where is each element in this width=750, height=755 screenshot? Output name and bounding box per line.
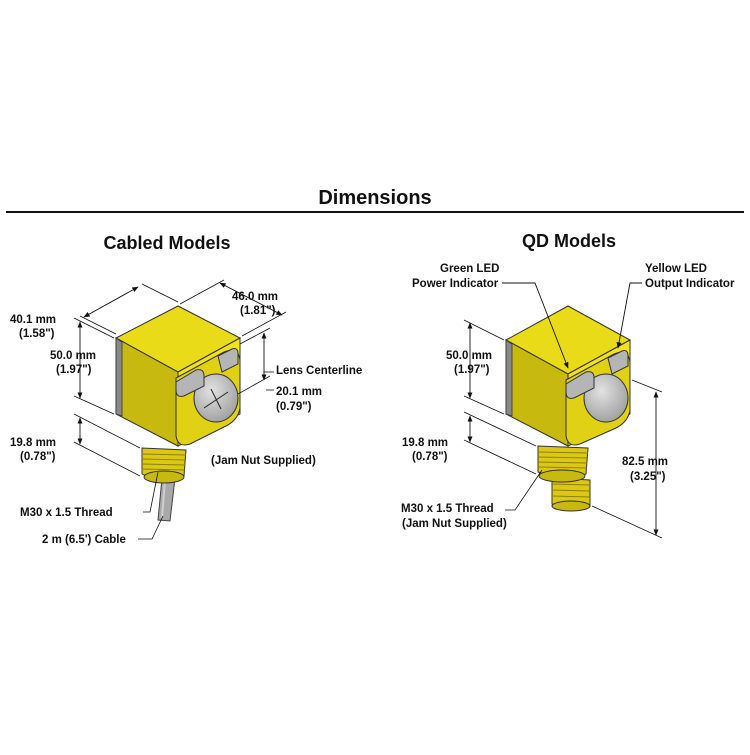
qd-yellow-led-callout: Yellow LED Output Indicator bbox=[616, 263, 735, 349]
cabled-model-section: Cabled Models bbox=[10, 233, 362, 546]
qd-height-in: (1.97") bbox=[454, 364, 490, 376]
cabled-cable-callout: 2 m (6.5') Cable bbox=[42, 515, 164, 546]
qd-jam-nut-label: (Jam Nut Supplied) bbox=[402, 518, 507, 530]
cabled-lens-centerline-label: Lens Centerline bbox=[276, 365, 362, 377]
cabled-thread-label: M30 x 1.5 Thread bbox=[20, 507, 113, 519]
qd-heading: QD Models bbox=[522, 231, 616, 251]
cabled-width-mm: 40.1 mm bbox=[10, 314, 56, 326]
qd-connector bbox=[551, 477, 591, 512]
cabled-height-mm: 50.0 mm bbox=[50, 350, 96, 362]
qd-overall-mm: 82.5 mm bbox=[622, 456, 668, 468]
cabled-depth-mm: 46.0 mm bbox=[232, 291, 278, 303]
qd-overall-in: (3.25") bbox=[630, 471, 666, 483]
cabled-thread-len-in: (0.78") bbox=[20, 451, 56, 463]
yellow-led bbox=[607, 350, 629, 375]
cabled-heading: Cabled Models bbox=[103, 233, 230, 253]
cabled-dim-width: 40.1 mm (1.58") bbox=[10, 283, 179, 340]
qd-thread-len-mm: 19.8 mm bbox=[402, 437, 448, 449]
cable bbox=[157, 477, 176, 522]
cabled-depth-in: (1.81") bbox=[240, 305, 276, 317]
qd-dim-overall: 82.5 mm (3.25") bbox=[591, 379, 668, 539]
cabled-lens-mm: 20.1 mm bbox=[276, 386, 322, 398]
cabled-dim-depth: 46.0 mm (1.81") bbox=[179, 279, 287, 337]
page-title: Dimensions bbox=[318, 187, 431, 209]
qd-thread-label: M30 x 1.5 Thread bbox=[401, 503, 494, 515]
qd-dim-thread-length: 19.8 mm (0.78") bbox=[402, 411, 537, 475]
qd-yellow-led-label-2: Output Indicator bbox=[645, 278, 735, 290]
cabled-height-in: (1.97") bbox=[56, 364, 92, 376]
cabled-thread-barrel bbox=[141, 447, 187, 484]
qd-housing bbox=[504, 305, 632, 447]
qd-dim-height: 50.0 mm (1.97") bbox=[446, 319, 505, 415]
cabled-dim-height: 50.0 mm (1.97") bbox=[50, 317, 115, 415]
qd-height-mm: 50.0 mm bbox=[446, 350, 492, 362]
cabled-dim-lens-centerline: Lens Centerline 20.1 mm (0.79") bbox=[237, 327, 362, 413]
qd-green-led-callout: Green LED Power Indicator bbox=[412, 263, 569, 369]
cabled-lens-in: (0.79") bbox=[276, 401, 312, 413]
cabled-thread-callout: M30 x 1.5 Thread bbox=[20, 471, 159, 519]
qd-lens bbox=[583, 373, 629, 423]
cabled-dim-thread-length: 19.8 mm (0.78") bbox=[10, 413, 141, 477]
cabled-width-in: (1.58") bbox=[19, 328, 55, 340]
cabled-cable-label: 2 m (6.5') Cable bbox=[42, 534, 126, 546]
qd-green-led-label-1: Green LED bbox=[440, 263, 499, 275]
qd-thread-len-in: (0.78") bbox=[412, 451, 448, 463]
qd-yellow-led-label-1: Yellow LED bbox=[645, 263, 707, 275]
qd-thread-callout: M30 x 1.5 Thread (Jam Nut Supplied) bbox=[401, 469, 543, 530]
qd-green-led-label-2: Power Indicator bbox=[412, 278, 499, 290]
qd-model-section: QD Models bbox=[401, 231, 735, 539]
cabled-thread-len-mm: 19.8 mm bbox=[10, 437, 56, 449]
qd-thread-barrel bbox=[537, 445, 589, 483]
green-led bbox=[565, 371, 595, 399]
cabled-housing bbox=[114, 305, 242, 447]
cabled-jam-nut-label: (Jam Nut Supplied) bbox=[211, 455, 316, 467]
